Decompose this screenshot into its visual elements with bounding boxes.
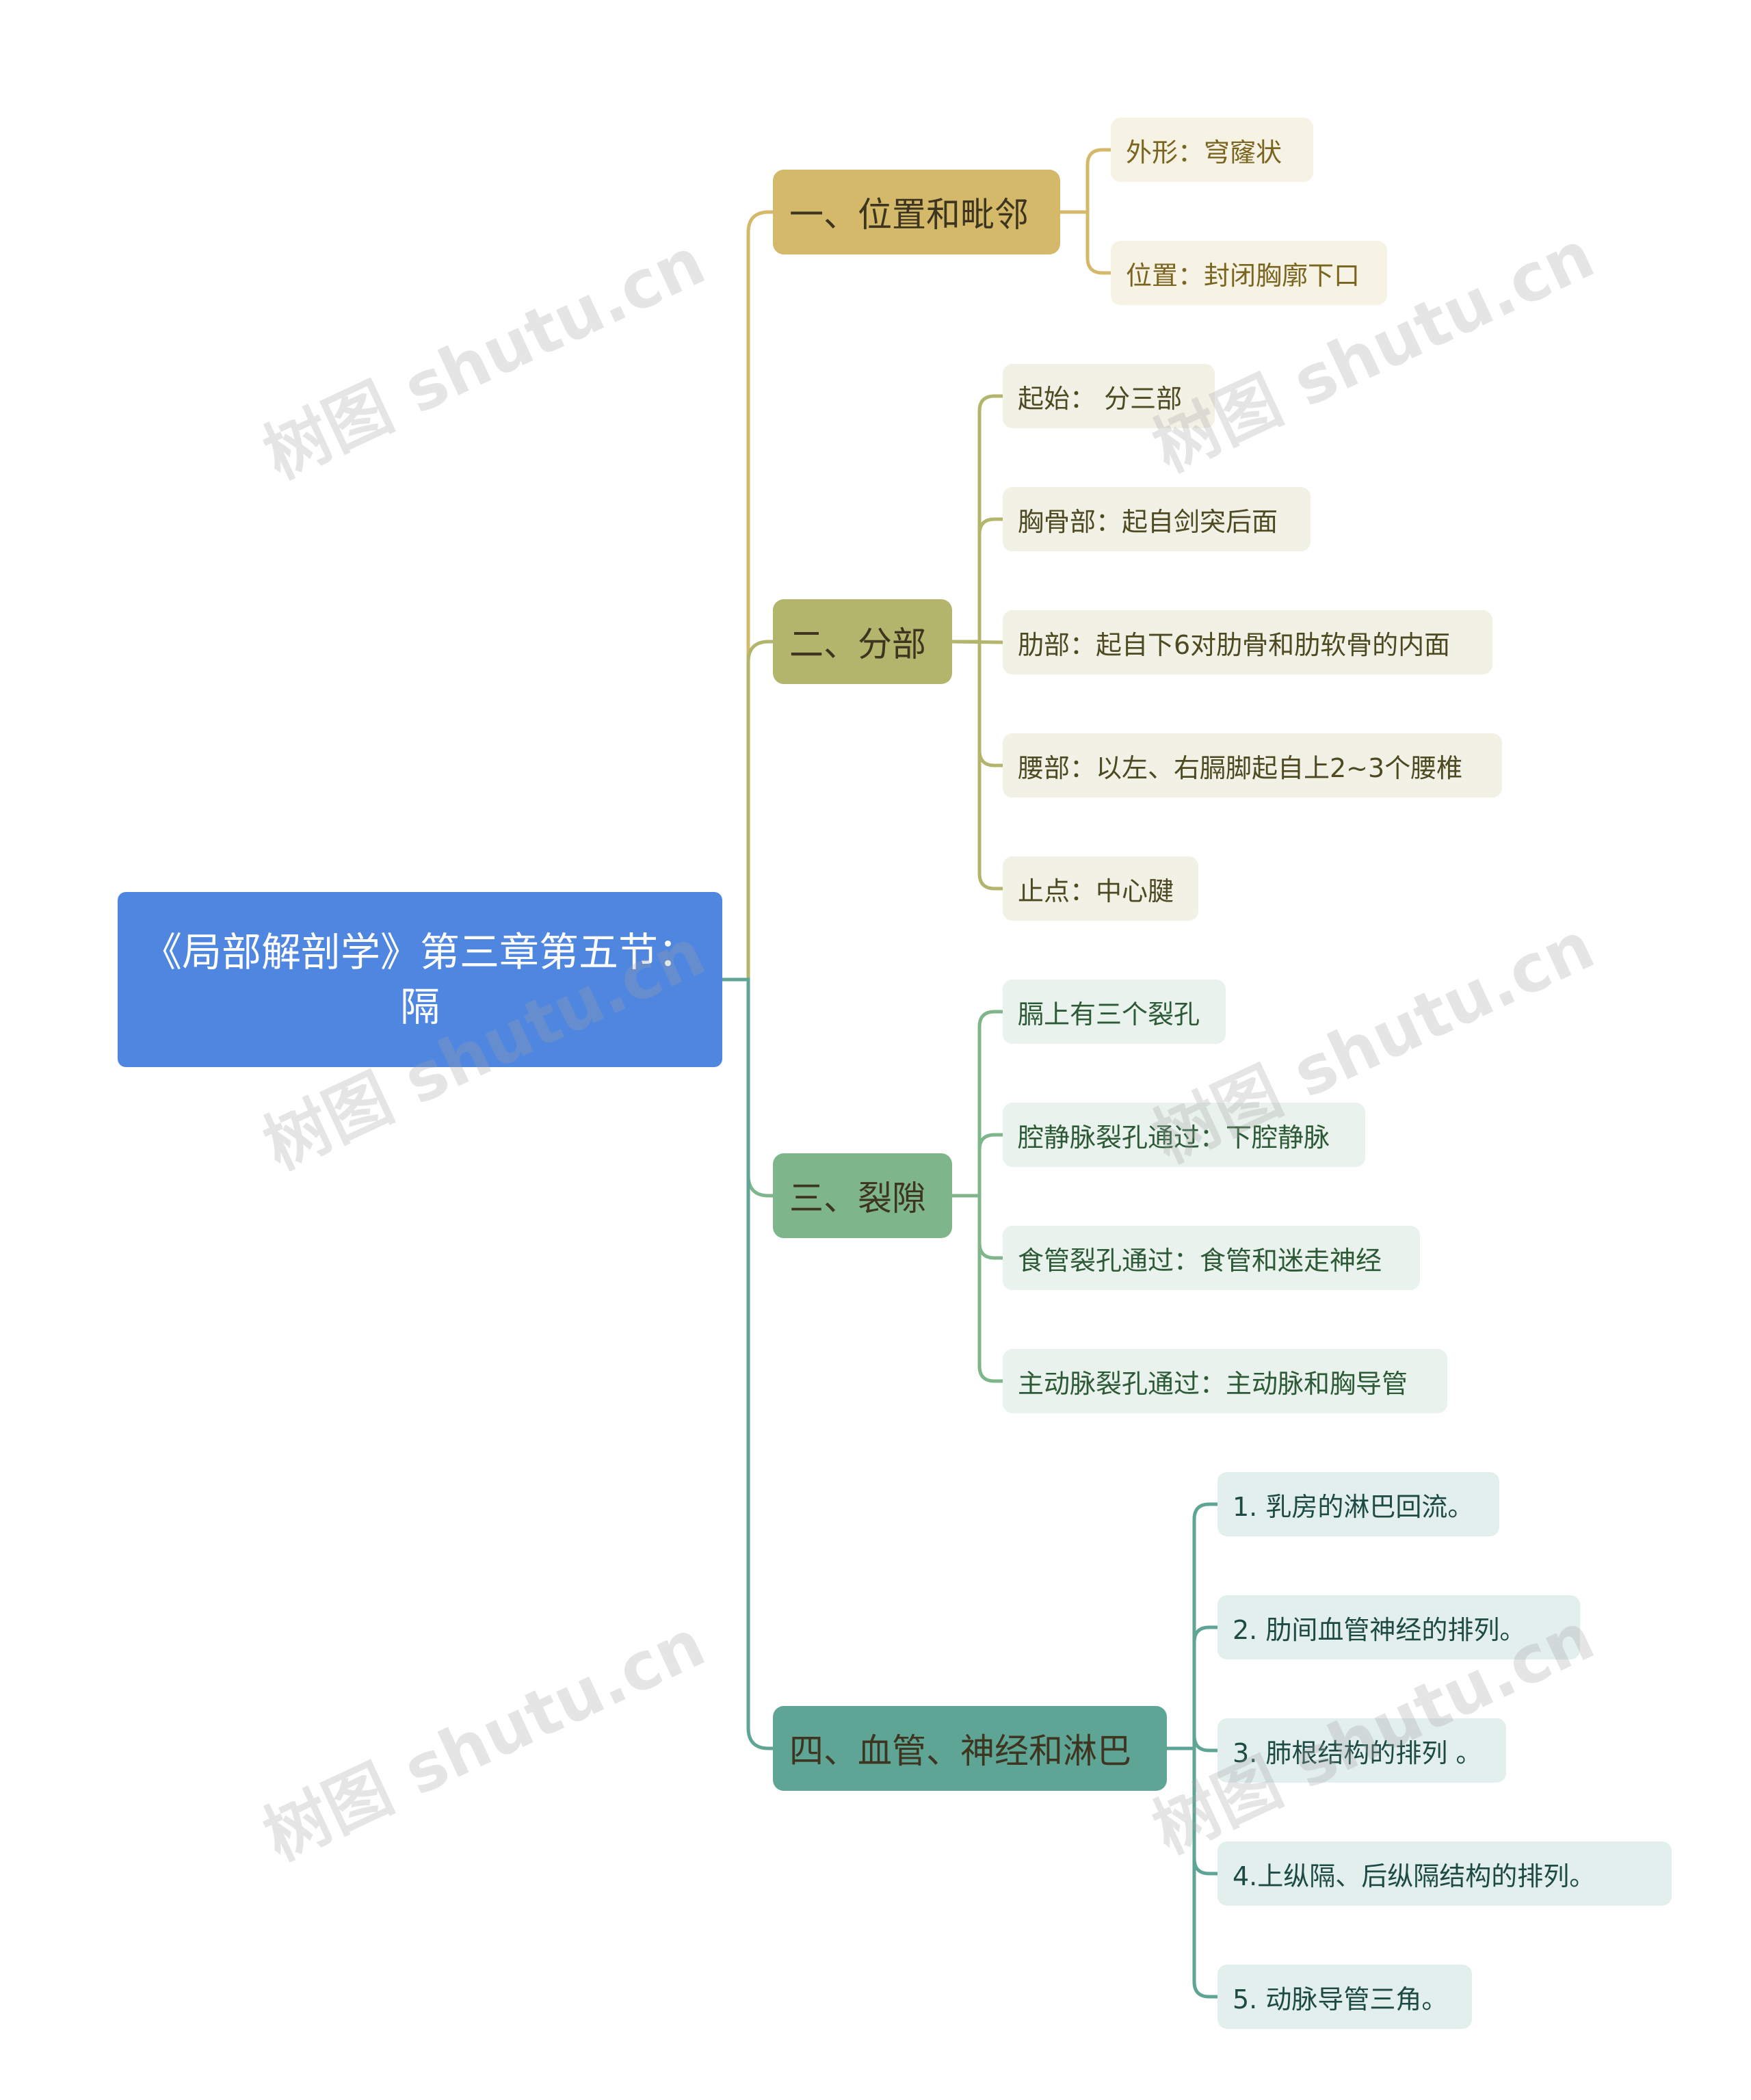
leaf-label: 胸骨部：起自剑突后面: [1018, 506, 1278, 537]
branch-divisions[interactable]: 二、分部: [773, 599, 952, 684]
connector-line: [1165, 1735, 1220, 1753]
connector-line: [720, 977, 775, 1750]
connector-line: [1165, 1625, 1220, 1750]
leaf-label: 3. 肺根结构的排列 。: [1233, 1737, 1482, 1768]
connector-line: [950, 640, 1005, 891]
leaf-costal-part[interactable]: 肋部：起自下6对肋骨和肋软骨的内面: [1003, 610, 1492, 674]
watermark: 树图 shutu.cn: [252, 223, 716, 494]
connector-line: [950, 1010, 1005, 1198]
leaf-lumbar-part[interactable]: 腰部：以左、右膈脚起自上2~3个腰椎: [1003, 733, 1502, 798]
branch-openings[interactable]: 三、裂隙: [773, 1153, 952, 1238]
connector-line: [950, 1194, 1005, 1383]
leaf-aortic-hiatus[interactable]: 主动脉裂孔通过：主动脉和胸导管: [1003, 1349, 1447, 1413]
leaf-esophageal-hiatus[interactable]: 食管裂孔通过：食管和迷走神经: [1003, 1226, 1420, 1290]
leaf-insertion[interactable]: 止点：中心腱: [1003, 856, 1198, 921]
leaf-shape[interactable]: 外形：穹窿状: [1111, 118, 1313, 182]
leaf-position[interactable]: 位置：封闭胸廓下口: [1111, 241, 1387, 305]
connector-line: [950, 394, 1005, 644]
leaf-label: 肋部：起自下6对肋骨和肋软骨的内面: [1018, 629, 1451, 660]
branch-label: 一、位置和毗邻: [789, 195, 1029, 235]
connector-line: [720, 210, 775, 982]
leaf-label: 2. 肋间血管神经的排列。: [1233, 1614, 1526, 1645]
leaf-label: 膈上有三个裂孔: [1018, 999, 1200, 1029]
root-topic-label: 《局部解剖学》第三章第五节：隔: [142, 929, 698, 1030]
leaf-origin[interactable]: 起始： 分三部: [1003, 364, 1215, 428]
leaf-intercostal[interactable]: 2. 肋间血管神经的排列。: [1217, 1595, 1580, 1659]
leaf-label: 位置：封闭胸廓下口: [1126, 260, 1360, 291]
branch-position-neighbors[interactable]: 一、位置和毗邻: [773, 170, 1060, 254]
connector-line: [950, 1133, 1005, 1198]
leaf-label: 4.上纵隔、后纵隔结构的排列。: [1233, 1861, 1596, 1891]
branch-label: 三、裂隙: [789, 1179, 926, 1218]
connector-line: [1058, 148, 1113, 214]
leaf-label: 食管裂孔通过：食管和迷走神经: [1018, 1245, 1382, 1276]
root-topic[interactable]: 《局部解剖学》第三章第五节：隔: [118, 892, 722, 1067]
branch-vessels-nerves-lymph[interactable]: 四、血管、神经和淋巴: [773, 1706, 1167, 1791]
leaf-ductus-triangle[interactable]: 5. 动脉导管三角。: [1217, 1965, 1472, 2029]
leaf-breast-lymph[interactable]: 1. 乳房的淋巴回流。: [1217, 1472, 1499, 1536]
branch-label: 四、血管、神经和淋巴: [789, 1731, 1131, 1771]
branch-label: 二、分部: [789, 625, 926, 664]
leaf-label: 1. 乳房的淋巴回流。: [1233, 1491, 1474, 1522]
watermark: 树图 shutu.cn: [252, 1605, 716, 1876]
leaf-vena-cava-foramen[interactable]: 腔静脉裂孔通过：下腔静脉: [1003, 1103, 1365, 1167]
leaf-label: 外形：穹窿状: [1126, 137, 1282, 168]
leaf-label: 腰部：以左、右膈脚起自上2~3个腰椎: [1018, 752, 1463, 783]
leaf-sternal-part[interactable]: 胸骨部：起自剑突后面: [1003, 487, 1311, 551]
leaf-label: 主动脉裂孔通过：主动脉和胸导管: [1018, 1368, 1408, 1399]
leaf-label: 5. 动脉导管三角。: [1233, 1984, 1448, 2014]
leaf-label: 起始： 分三部: [1018, 383, 1183, 414]
leaf-mediastinum[interactable]: 4.上纵隔、后纵隔结构的排列。: [1217, 1841, 1672, 1906]
connector-line: [720, 640, 775, 982]
connector-line: [1165, 1502, 1220, 1750]
leaf-label: 腔静脉裂孔通过：下腔静脉: [1018, 1122, 1330, 1153]
leaf-label: 止点：中心腱: [1018, 876, 1174, 906]
connector-line: [1165, 1746, 1220, 1999]
leaf-three-openings[interactable]: 膈上有三个裂孔: [1003, 980, 1226, 1044]
leaf-lung-root[interactable]: 3. 肺根结构的排列 。: [1217, 1718, 1506, 1783]
connector-line: [1058, 210, 1113, 275]
connector-line: [950, 517, 1005, 644]
